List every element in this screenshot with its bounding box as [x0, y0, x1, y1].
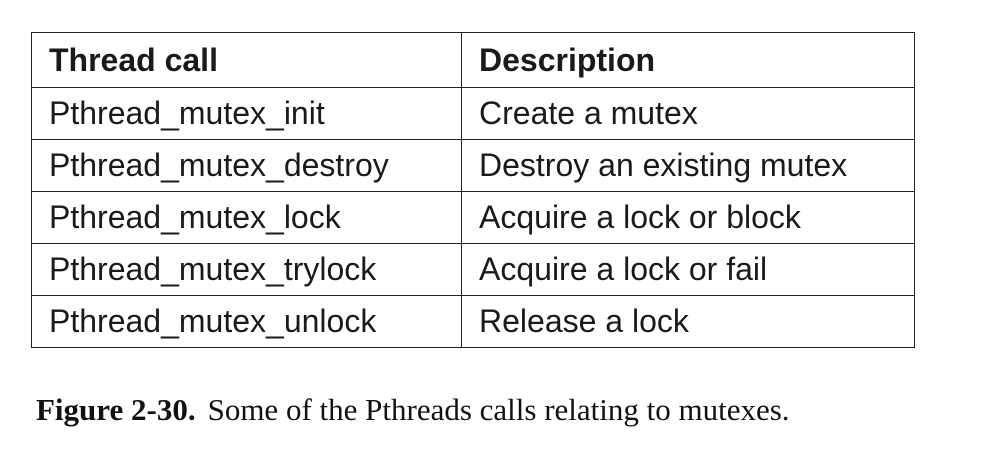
- description-cell: Release a lock: [461, 295, 915, 348]
- pthread-mutex-calls-table: Thread call Description Pthread_mutex_in…: [31, 32, 915, 348]
- table-row: Pthread_mutex_lock Acquire a lock or blo…: [31, 191, 915, 244]
- table-row: Pthread_mutex_init Create a mutex: [31, 87, 915, 140]
- thread-call-cell: Pthread_mutex_trylock: [31, 243, 462, 296]
- figure-caption: Figure 2-30. Some of the Pthreads calls r…: [36, 392, 790, 428]
- header-description: Description: [461, 32, 915, 88]
- description-cell: Create a mutex: [461, 87, 915, 140]
- table-row: Pthread_mutex_trylock Acquire a lock or …: [31, 243, 915, 296]
- thread-call-cell: Pthread_mutex_destroy: [31, 139, 462, 192]
- header-thread-call: Thread call: [31, 32, 462, 88]
- description-cell: Acquire a lock or fail: [461, 243, 915, 296]
- description-cell: Destroy an existing mutex: [461, 139, 915, 192]
- table-header-row: Thread call Description: [31, 32, 915, 88]
- thread-call-cell: Pthread_mutex_unlock: [31, 295, 462, 348]
- table-row: Pthread_mutex_unlock Release a lock: [31, 295, 915, 348]
- thread-call-cell: Pthread_mutex_lock: [31, 191, 462, 244]
- figure-label: Figure 2-30.: [36, 392, 196, 427]
- figure-caption-text: Some of the Pthreads calls relating to m…: [207, 392, 790, 427]
- table-row: Pthread_mutex_destroy Destroy an existin…: [31, 139, 915, 192]
- thread-call-cell: Pthread_mutex_init: [31, 87, 462, 140]
- description-cell: Acquire a lock or block: [461, 191, 915, 244]
